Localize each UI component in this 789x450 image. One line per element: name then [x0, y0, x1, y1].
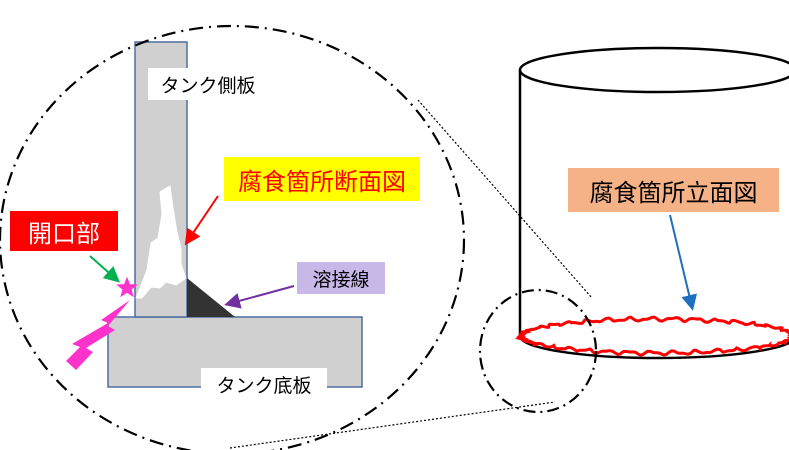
- opening-label: 開口部: [10, 211, 118, 251]
- small-detail-circle: [478, 288, 598, 414]
- weld-bead: [187, 278, 235, 317]
- bottom-plate-label: タンク底板: [201, 368, 327, 400]
- tank-cylinder: [518, 46, 789, 360]
- corrosion-section-label: 腐食箇所断面図: [224, 157, 420, 201]
- corrosion-ring: [514, 315, 789, 357]
- elevation-arrow: [669, 214, 697, 311]
- corrosion-elevation-label: 腐食箇所立面図: [568, 168, 779, 212]
- side-plate-label: タンク側板: [148, 68, 268, 100]
- detail-circle: [0, 24, 466, 450]
- star-icon: [116, 276, 138, 298]
- section-arrow: [184, 195, 219, 246]
- corrosion-cavity: [135, 185, 187, 299]
- weld-line-label: 溶接線: [297, 262, 385, 294]
- weld-arrow: [224, 285, 295, 309]
- zoom-lines: [229, 99, 593, 449]
- lightning-icon: [66, 300, 130, 370]
- opening-arrow: [89, 255, 120, 283]
